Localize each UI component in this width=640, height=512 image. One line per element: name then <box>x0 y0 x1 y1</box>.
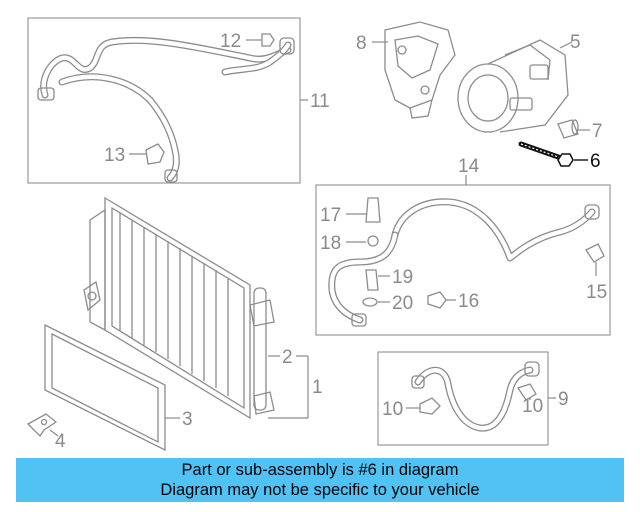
callout-18: 18 <box>320 233 341 254</box>
parts-diagram: 12 13 11 8 5 7 6 <box>26 17 611 452</box>
bracket-4 <box>26 413 58 438</box>
callout-13: 13 <box>104 145 125 166</box>
group-box-14 <box>315 184 611 336</box>
info-banner: Part or sub-assembly is #6 in diagram Di… <box>16 458 624 502</box>
callout-9: 9 <box>558 389 569 410</box>
callout-19: 19 <box>392 267 413 288</box>
sleeve-7 <box>557 119 579 139</box>
callout-17: 17 <box>320 205 341 226</box>
hose-assembly-9 <box>377 351 549 446</box>
callout-20: 20 <box>392 293 413 314</box>
bolt-6 <box>518 141 574 167</box>
callout-7: 7 <box>592 121 603 142</box>
callout-11: 11 <box>310 91 330 112</box>
compressor-bracket-8 <box>384 21 456 119</box>
banner-line-1: Part or sub-assembly is #6 in diagram <box>181 461 459 479</box>
callout-10-left: 10 <box>382 399 403 420</box>
callout-1: 1 <box>312 377 323 398</box>
compressor-5 <box>457 39 569 133</box>
callout-10-right: 10 <box>522 396 543 417</box>
hose-assembly-11 <box>27 17 301 184</box>
callout-15: 15 <box>586 282 607 303</box>
callout-8: 8 <box>356 33 367 54</box>
callout-12: 12 <box>220 31 241 52</box>
callout-14: 14 <box>458 156 480 177</box>
callout-3: 3 <box>182 409 193 430</box>
callout-5: 5 <box>570 32 581 53</box>
receiver-dryer-2 <box>249 287 275 415</box>
condenser-1 <box>83 196 251 420</box>
callout-6: 6 <box>590 151 601 172</box>
callout-4: 4 <box>55 431 66 452</box>
callout-2: 2 <box>282 347 293 368</box>
callout-16: 16 <box>458 291 479 312</box>
banner-line-2: Diagram may not be specific to your vehi… <box>160 481 480 499</box>
hose-assembly-14 <box>315 184 611 336</box>
shield-3 <box>44 323 166 452</box>
